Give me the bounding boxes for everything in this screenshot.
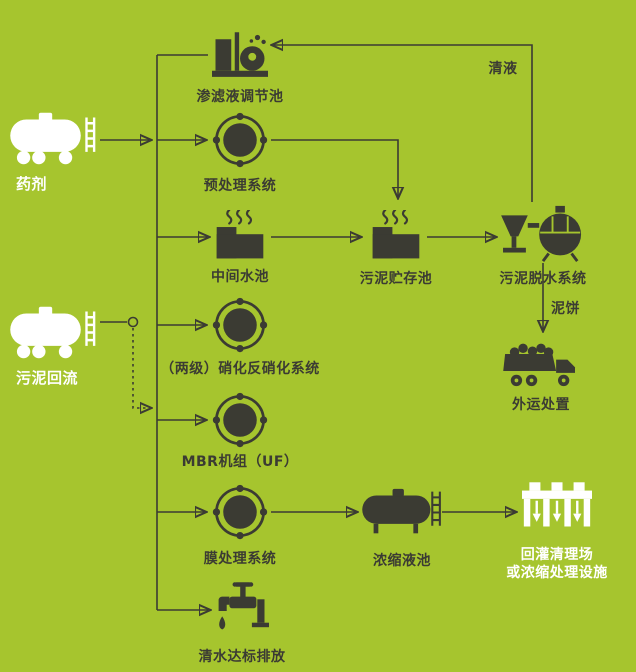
- node-sludge-return-truck: [10, 302, 102, 363]
- node-nitrify: [211, 296, 269, 354]
- reinjection-label-line1: 回灌清理场: [520, 547, 594, 563]
- adjust-pool-label: 渗滤液调节池: [196, 89, 284, 105]
- node-concentrate: [362, 486, 442, 539]
- process-tank-circle-icon: [212, 112, 268, 168]
- faucet-icon: [218, 582, 269, 630]
- node-sludge-dewater: [501, 204, 585, 263]
- nitrify-label: （两级）硝化反硝化系统: [160, 361, 320, 377]
- node-mbr: [211, 391, 269, 449]
- horizontal-tank-icon: [362, 488, 441, 534]
- tanker-truck-icon: [10, 306, 96, 359]
- steam-tank-icon: [372, 210, 420, 259]
- process-tank-circle-icon: [212, 297, 268, 353]
- node-pretreatment: [211, 111, 269, 169]
- reinjection-label: 回灌清理场 或浓缩处理设施: [482, 546, 632, 582]
- mbr-label: MBR机组（UF）: [181, 454, 299, 470]
- reinjection-label-line2: 或浓缩处理设施: [506, 565, 608, 582]
- process-tank-circle-icon: [212, 392, 268, 448]
- tanker-truck-icon: [10, 112, 96, 165]
- node-adjust-pool: [212, 32, 268, 78]
- node-membrane: [211, 483, 269, 541]
- node-middle-pool: [211, 210, 269, 262]
- node-sludge-storage: [367, 210, 425, 262]
- process-tank-circle-icon: [212, 484, 268, 540]
- steam-tank-icon: [216, 210, 264, 259]
- mud-cake-label: 泥饼: [551, 301, 580, 317]
- middle-pool-label: 中间水池: [211, 269, 269, 285]
- reinjection-facility-icon: [522, 482, 592, 527]
- node-dump-truck: [503, 337, 579, 388]
- treatment-plant-icon: [212, 32, 268, 77]
- dump-truck-label: 外运处置: [512, 397, 570, 413]
- node-clean-water: [215, 582, 269, 640]
- dump-truck-icon: [503, 343, 575, 387]
- sludge-return-label: 污泥回流: [16, 369, 79, 387]
- concentrate-label: 浓缩液池: [373, 553, 431, 569]
- membrane-label: 膜处理系统: [203, 551, 277, 567]
- clear-liquid-label: 清液: [488, 61, 518, 77]
- node-reinjection: [522, 482, 592, 536]
- clean-water-label: 清水达标排放: [198, 649, 286, 665]
- sludge-dewater-label: 污泥脱水系统: [499, 271, 587, 287]
- node-chemical-truck: [10, 108, 102, 169]
- pretreatment-label: 预处理系统: [203, 178, 277, 194]
- sludge-storage-label: 污泥贮存池: [359, 271, 433, 287]
- dewatering-system-icon: [501, 205, 582, 262]
- chemical-truck-label: 药剂: [16, 175, 48, 193]
